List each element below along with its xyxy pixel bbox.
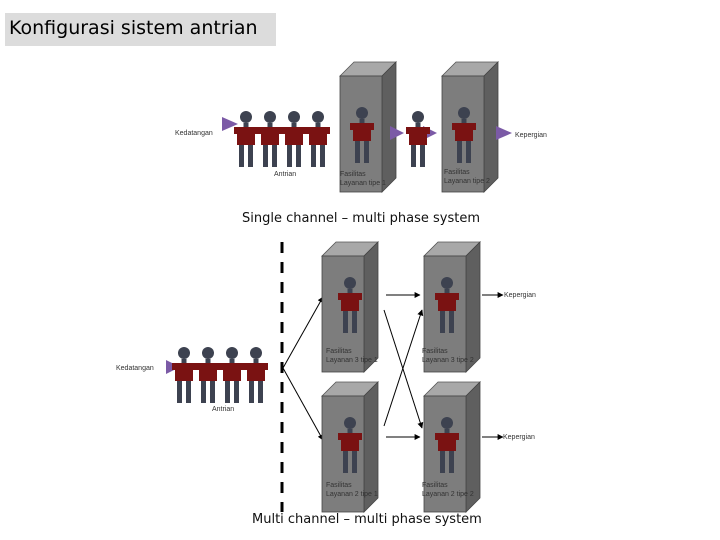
queue-people (234, 111, 330, 167)
facility-3-2-label-1: Fasilitas (422, 348, 448, 355)
multi-queue-people (172, 347, 268, 403)
facility-2-2-label-2: Layanan 2 tipe 2 (422, 491, 474, 498)
multi-queue-label: Antrian (212, 406, 234, 413)
flow-arrow-1 (390, 126, 404, 140)
facility-3-1-label-2: Layanan 3 tipe 1 (326, 357, 378, 364)
facility-2-2-label-1: Fasilitas (422, 482, 448, 489)
multi-channel-section: Kedatangan Antrian Fasilitas Layanan 3 t… (116, 241, 536, 527)
arrival-label: Kedatangan (175, 130, 213, 137)
page-title: Konfigurasi sistem antrian (9, 17, 258, 39)
single-caption: Single channel – multi phase system (242, 211, 480, 226)
title-box (5, 13, 276, 46)
single-channel-section: Kedatangan Antrian Fasilitas Layanan tip… (175, 61, 547, 226)
facility-2-1-label-1: Fasilitas (326, 482, 352, 489)
facility-2-label-2: Layanan tipe 2 (444, 178, 490, 185)
exit-arrow (496, 126, 512, 140)
facility-3-2-label-2: Layanan 3 tipe 2 (422, 357, 474, 364)
between-person (406, 111, 430, 167)
exit-label-top: Kepergian (504, 292, 536, 299)
split-arrow-top (282, 296, 324, 369)
facility-1-label-2: Layanan tipe 1 (340, 180, 386, 187)
cross-arrow-up (383, 309, 424, 427)
multi-caption: Multi channel – multi phase system (252, 512, 482, 527)
multi-arrival-label: Kedatangan (116, 365, 154, 372)
split-arrow-bottom (282, 367, 324, 441)
facility-2-1-label-2: Layanan 2 tipe 1 (326, 491, 378, 498)
facility-2-label-1: Fasilitas (444, 169, 470, 176)
facility-3-1-label-1: Fasilitas (326, 348, 352, 355)
exit-label: Kepergian (515, 132, 547, 139)
arrival-arrow (222, 117, 238, 131)
exit-label-bottom: Kepergian (503, 434, 535, 441)
queue-label: Antrian (274, 171, 296, 178)
facility-1-label-1: Fasilitas (340, 171, 366, 178)
